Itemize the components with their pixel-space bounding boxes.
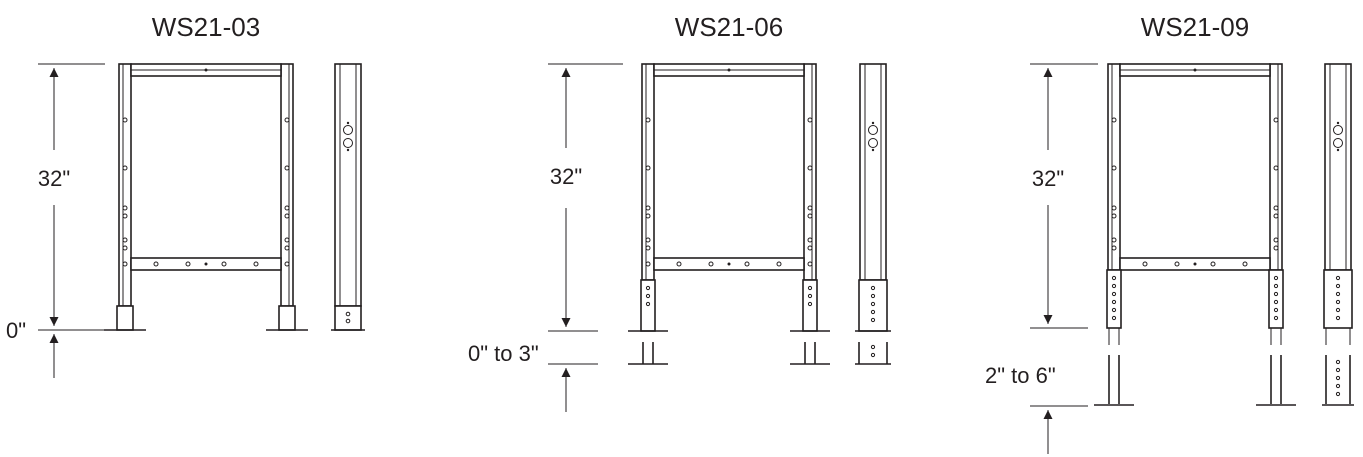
bolt-holes <box>122 117 290 267</box>
side-view <box>855 63 891 365</box>
stand-ws21-09: WS21-09 32" 2" to 6" <box>985 12 1354 454</box>
height-label: 32" <box>1032 166 1064 191</box>
stand-ws21-03: WS21-03 32" 0" <box>6 12 365 378</box>
stand-title: WS21-06 <box>675 12 783 42</box>
side-view <box>1322 63 1354 406</box>
side-view <box>331 63 365 331</box>
stand-title: WS21-03 <box>152 12 260 42</box>
stand-title: WS21-09 <box>1141 12 1249 42</box>
height-dimension <box>1030 63 1098 454</box>
height-label: 32" <box>38 166 70 191</box>
height-dimension <box>548 63 623 412</box>
height-dimension <box>38 63 110 378</box>
bolt-holes <box>1111 117 1279 267</box>
stand-ws21-06: WS21-06 32" 0" to 3" <box>468 12 891 412</box>
bolt-holes <box>645 117 813 267</box>
adjust-label: 2" to 6" <box>985 363 1056 388</box>
front-view <box>1094 63 1296 406</box>
front-view <box>628 63 830 365</box>
adjust-label: 0" to 3" <box>468 341 539 366</box>
height-label: 32" <box>550 164 582 189</box>
adjust-label: 0" <box>6 318 26 343</box>
front-view <box>104 63 308 331</box>
